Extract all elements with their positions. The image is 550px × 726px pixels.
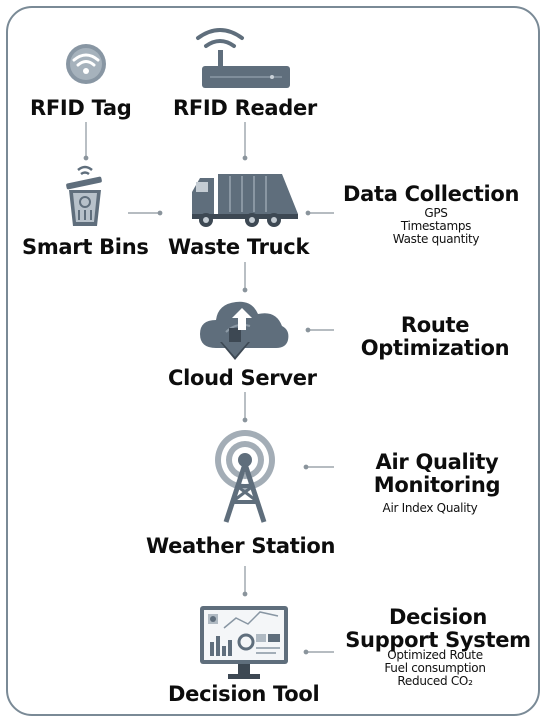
decision-support-line1: Decision [389, 605, 487, 629]
decision-support-list: Optimized Route Fuel consumption Reduced… [370, 649, 500, 688]
data-collection-item: GPS [424, 206, 448, 220]
data-collection-item: Timestamps [400, 219, 472, 233]
route-optimization-line1: Route [400, 313, 470, 337]
cloud-server-icon [200, 301, 289, 360]
cloud-server-label: Cloud Server [168, 366, 317, 390]
decision-tool-icon [200, 606, 288, 679]
rfid-reader-icon [196, 28, 290, 88]
waste-truck-icon [192, 174, 298, 227]
route-optimization-line2: Optimization [360, 336, 510, 360]
air-quality-item: Air Index Quality [382, 501, 478, 515]
decision-support-item: Fuel consumption [384, 661, 486, 675]
air-quality-line2: Monitoring [373, 473, 501, 497]
diagram-frame [6, 6, 540, 716]
data-collection-title: Data Collection [343, 182, 520, 206]
air-quality-title: Air Quality Monitoring [344, 451, 530, 497]
rfid-tag-icon [66, 44, 106, 84]
weather-station-icon [215, 430, 275, 523]
decision-support-item: Reduced CO₂ [397, 674, 473, 688]
route-optimization-title: Route Optimization [340, 314, 530, 360]
waste-truck-label: Waste Truck [168, 235, 310, 259]
decision-support-title: Decision Support System [338, 606, 538, 652]
rfid-tag-label: RFID Tag [30, 96, 132, 120]
smart-bin-icon [66, 165, 102, 226]
smart-bins-label: Smart Bins [22, 235, 149, 259]
weather-station-label: Weather Station [146, 534, 336, 558]
decision-tool-label: Decision Tool [168, 682, 320, 706]
air-quality-line1: Air Quality [375, 450, 499, 474]
decision-support-line2: Support System [345, 628, 531, 652]
decision-support-item: Optimized Route [387, 648, 483, 662]
data-collection-list: GPS Timestamps Waste quantity [380, 207, 492, 246]
rfid-reader-label: RFID Reader [173, 96, 317, 120]
data-collection-item: Waste quantity [392, 232, 480, 246]
